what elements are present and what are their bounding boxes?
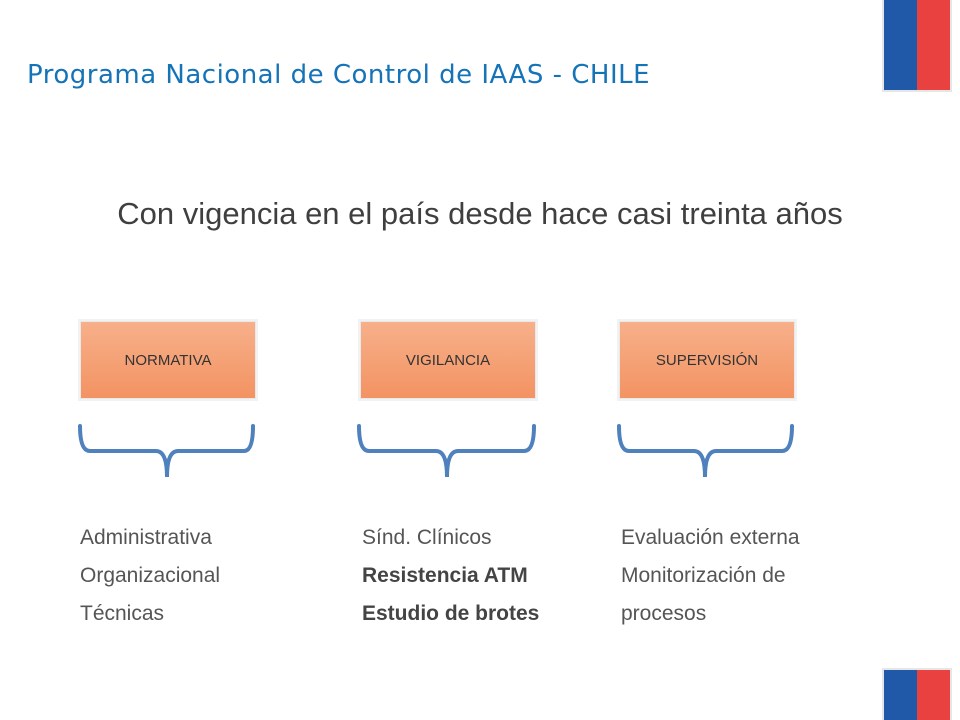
brace-supervision [617, 424, 794, 478]
flag-blue-stripe [884, 0, 917, 90]
flag-blue-stripe [884, 670, 917, 720]
vigilancia-box: VIGILANCIA [360, 321, 536, 399]
flag-red-stripe [917, 670, 950, 720]
slide-subtitle: Con vigencia en el país desde hace casi … [117, 196, 843, 231]
normativa-box: NORMATIVA [80, 321, 256, 399]
list-item: Técnicas [80, 602, 165, 625]
list-item: procesos [621, 602, 707, 625]
list-item: Evaluación externa [621, 526, 800, 549]
flag-red-stripe [917, 0, 950, 90]
brace-vigilancia [357, 424, 536, 478]
supervision-label: SUPERVISIÓN [655, 351, 759, 369]
list-item: Administrativa [80, 526, 212, 549]
list-item: Organizacional [80, 564, 221, 587]
vigilancia-label: VIGILANCIA [405, 351, 491, 369]
list-item: Resistencia ATM [362, 564, 528, 587]
supervision-list: Evaluación externa Monitorización de pro… [621, 519, 800, 633]
list-item: Sínd. Clínicos [362, 526, 492, 549]
brace-normativa [78, 424, 255, 478]
chile-flag-bottom [884, 670, 950, 720]
vigilancia-list: Sínd. Clínicos Resistencia ATM Estudio d… [362, 519, 539, 633]
list-item: Estudio de brotes [362, 602, 540, 625]
list-item: Monitorización de [621, 564, 786, 587]
supervision-box: SUPERVISIÓN [619, 321, 795, 399]
page-title: Programa Nacional de Control de IAAS - C… [27, 60, 651, 90]
normativa-list: Administrativa Organizacional Técnicas [80, 519, 220, 633]
chile-flag-top [884, 0, 950, 90]
normativa-label: NORMATIVA [124, 351, 212, 369]
